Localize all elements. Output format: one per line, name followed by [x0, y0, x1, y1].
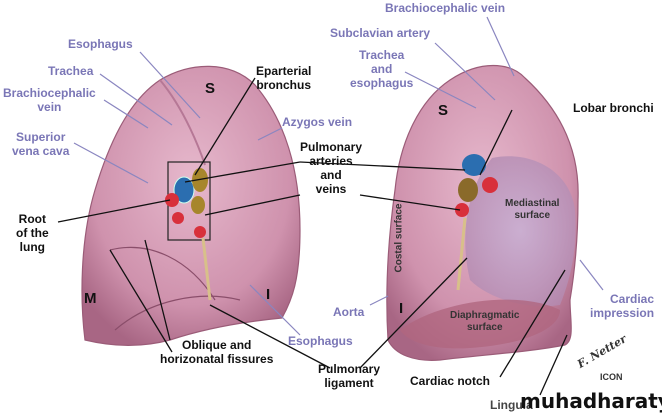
label-root-of-lung: Root of the lung — [16, 212, 49, 254]
label-line: Oblique and — [182, 338, 252, 352]
label-line: impression — [590, 306, 655, 320]
label-line: Trachea — [358, 48, 405, 62]
label-diaphragmatic-surface: Diaphragmatic surface — [450, 310, 519, 334]
label-line: vena cava — [12, 144, 70, 158]
label-azygos-vein: Azygos vein — [282, 115, 353, 129]
lobe-marker-superior-right: S — [438, 102, 449, 119]
label-line: Cardiac — [610, 292, 655, 306]
right-lung-medial-view — [81, 65, 301, 346]
label-oblique-fissures: Oblique and horizonatal fissures — [160, 338, 273, 366]
label-line: lung — [19, 240, 45, 254]
icon-publisher-logo: ICON — [600, 372, 623, 382]
lobe-marker-inferior-right: I — [399, 300, 404, 317]
label-line: and — [371, 62, 393, 76]
label-subclavian-artery: Subclavian artery — [330, 26, 431, 40]
watermark: muhadharaty.com — [520, 389, 662, 413]
label-cardiac-notch: Cardiac notch — [410, 374, 491, 388]
label-costal-surface: Costal surface — [393, 203, 405, 273]
label-line: veins — [315, 182, 347, 196]
label-line: bronchus — [256, 78, 312, 92]
label-superior-vena-cava: Superior vena cava — [12, 130, 69, 158]
label-line: of the — [16, 226, 49, 240]
label-brachiocephalic-vein-right: Brachiocephalic vein — [385, 1, 506, 15]
label-line: Pulmonary — [318, 362, 381, 376]
label-line: ligament — [324, 376, 374, 390]
label-lingula: Lingula — [490, 398, 533, 412]
lobe-marker-superior: S — [205, 80, 216, 97]
label-line: Superior — [16, 130, 66, 144]
label-trachea-esophagus: Trachea and esophagus — [350, 48, 413, 90]
label-line: Eparterial — [256, 64, 312, 78]
label-line: surface — [514, 210, 551, 221]
label-line: and — [320, 168, 342, 182]
label-line: Pulmonary — [300, 140, 363, 154]
label-line: vein — [37, 100, 62, 114]
label-cardiac-impression: Cardiac impression — [590, 292, 654, 320]
label-line: Mediastinal — [505, 198, 560, 209]
label-brachiocephalic-vein: Brachiocephalic vein — [3, 86, 96, 114]
label-line: Root — [18, 212, 46, 226]
label-line: arteries — [309, 154, 353, 168]
label-eparterial-bronchus: Eparterial bronchus — [256, 64, 311, 92]
lobe-marker-middle: M — [84, 290, 97, 307]
label-mediastinal-surface: Mediastinal surface — [505, 198, 559, 222]
label-lobar-bronchi: Lobar bronchi — [573, 101, 654, 115]
lobe-marker-inferior: I — [266, 286, 271, 303]
label-line: Diaphragmatic — [450, 310, 520, 321]
label-line: esophagus — [350, 76, 414, 90]
label-line: surface — [466, 322, 503, 333]
label-aorta: Aorta — [333, 305, 365, 319]
label-line: Brachiocephalic — [3, 86, 96, 100]
label-pulmonary-ligament: Pulmonary ligament — [318, 362, 380, 390]
label-line: horizonatal fissures — [160, 352, 274, 366]
label-esophagus: Esophagus — [68, 37, 133, 51]
label-trachea: Trachea — [48, 64, 94, 78]
label-esophagus-lower: Esophagus — [288, 334, 353, 348]
label-pulmonary-vessels: Pulmonary arteries and veins — [300, 140, 362, 196]
